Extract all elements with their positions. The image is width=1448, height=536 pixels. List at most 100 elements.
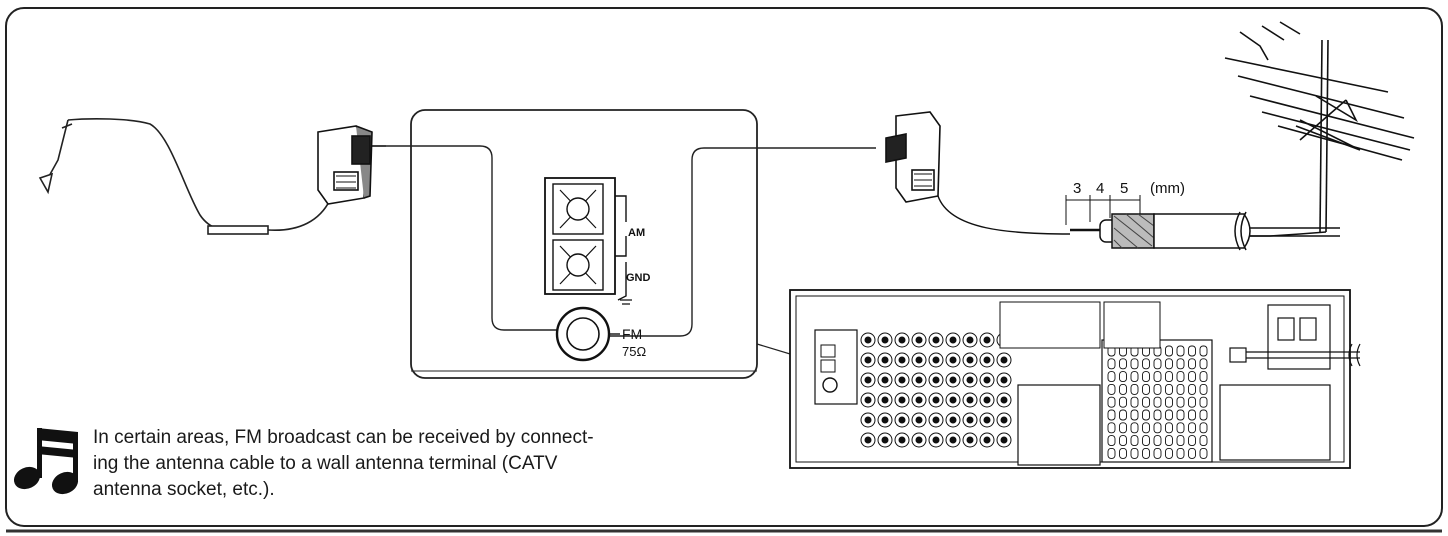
vent-slot — [1176, 435, 1185, 447]
rca-jack — [983, 336, 991, 344]
music-note-icon — [13, 428, 79, 495]
vent-slot — [1176, 422, 1185, 434]
vent-slot — [1188, 396, 1196, 408]
rca-jack — [949, 336, 957, 344]
rca-jack — [949, 396, 957, 404]
vent-slot — [1176, 383, 1185, 395]
vent-slot — [1119, 358, 1127, 370]
vent-slot — [1153, 371, 1162, 383]
rca-jack — [949, 376, 957, 384]
am-terminal-label: AM — [628, 227, 645, 239]
vent-slot — [1130, 409, 1139, 421]
rca-jack — [898, 416, 906, 424]
vent-slot — [1130, 396, 1139, 408]
rca-jack — [864, 356, 872, 364]
gnd-terminal-label: GND — [626, 272, 651, 284]
strip-dimension-1: 3 — [1073, 180, 1081, 197]
vent-slot — [1107, 447, 1116, 459]
rca-jack — [932, 376, 940, 384]
am-wire-antenna — [38, 118, 331, 235]
rca-jack — [966, 356, 974, 364]
vent-slot — [1153, 447, 1162, 459]
strip-dimension-unit: (mm) — [1150, 180, 1185, 197]
vent-slot — [1153, 396, 1162, 408]
vent-slot — [1165, 358, 1173, 370]
rca-jack — [966, 396, 974, 404]
vent-slot — [1199, 383, 1208, 395]
vent-slot — [1199, 358, 1208, 370]
vent-slot — [1188, 358, 1196, 370]
rca-jack — [898, 436, 906, 444]
rca-jack — [915, 356, 923, 364]
vent-slot — [1153, 422, 1162, 434]
rca-jack — [864, 436, 872, 444]
vent-slot — [1119, 447, 1127, 459]
fm-impedance-label: 75Ω — [622, 344, 646, 359]
note-line-3: antenna socket, etc.). — [93, 479, 275, 500]
rca-jack — [983, 376, 991, 384]
vent-slot — [1119, 383, 1127, 395]
vent-slot — [1188, 409, 1196, 421]
rca-jack — [881, 436, 889, 444]
antenna-terminal-panel: AM GND FM 75Ω — [386, 109, 876, 379]
rca-jack — [966, 416, 974, 424]
vent-slot — [1119, 435, 1127, 447]
rca-jack — [966, 376, 974, 384]
rca-jack — [932, 336, 940, 344]
rca-jack — [1000, 416, 1008, 424]
rca-jack — [932, 436, 940, 444]
vent-slot — [1142, 371, 1150, 383]
rca-jack — [966, 436, 974, 444]
vent-slot — [1176, 409, 1185, 421]
rca-jack — [983, 416, 991, 424]
rca-jack — [1000, 436, 1008, 444]
vent-slot — [1199, 345, 1208, 357]
vent-slot — [1188, 447, 1196, 459]
vent-slot — [1107, 358, 1116, 370]
catv-note-text: In certain areas, FM broadcast can be re… — [93, 425, 733, 503]
vent-slot — [1165, 383, 1173, 395]
vent-slot — [1199, 447, 1208, 459]
vent-slot — [1107, 422, 1116, 434]
rca-jack — [864, 396, 872, 404]
rca-jack — [898, 356, 906, 364]
vent-slot — [1107, 383, 1116, 395]
rca-jack — [898, 376, 906, 384]
vent-slot — [1130, 371, 1139, 383]
vent-slot — [1153, 358, 1162, 370]
diagram-frame — [5, 7, 1443, 527]
am-antenna-plug — [317, 125, 386, 205]
rca-jack — [898, 396, 906, 404]
rca-jack — [949, 436, 957, 444]
vent-slot — [1130, 422, 1139, 434]
vent-slot — [1153, 383, 1162, 395]
vent-slot — [1130, 358, 1139, 370]
rca-jack — [881, 416, 889, 424]
vent-slot — [1199, 396, 1208, 408]
vent-slot — [1176, 358, 1185, 370]
vent-slot — [1142, 447, 1150, 459]
rca-jack — [915, 416, 923, 424]
rca-jack — [864, 336, 872, 344]
vent-slot — [1188, 371, 1196, 383]
vent-slot — [1130, 383, 1139, 395]
vent-slot — [1165, 396, 1173, 408]
vent-slot — [1119, 409, 1127, 421]
vent-slot — [1165, 422, 1173, 434]
vent-slot — [1199, 409, 1208, 421]
rca-jack — [915, 336, 923, 344]
vent-slot — [1142, 409, 1150, 421]
rca-jack — [1000, 396, 1008, 404]
strip-dimension-3: 5 — [1120, 180, 1128, 197]
rca-jack — [949, 416, 957, 424]
rca-jack — [949, 356, 957, 364]
fm-outdoor-antenna — [1224, 21, 1415, 237]
rca-jack — [881, 376, 889, 384]
rca-jack — [1000, 356, 1008, 364]
strip-dimension-2: 4 — [1096, 180, 1104, 197]
vent-slot — [1107, 396, 1116, 408]
vent-slot — [1165, 447, 1173, 459]
fm-terminal-label: FM — [622, 326, 642, 342]
rca-jack — [881, 356, 889, 364]
rca-jack — [932, 416, 940, 424]
